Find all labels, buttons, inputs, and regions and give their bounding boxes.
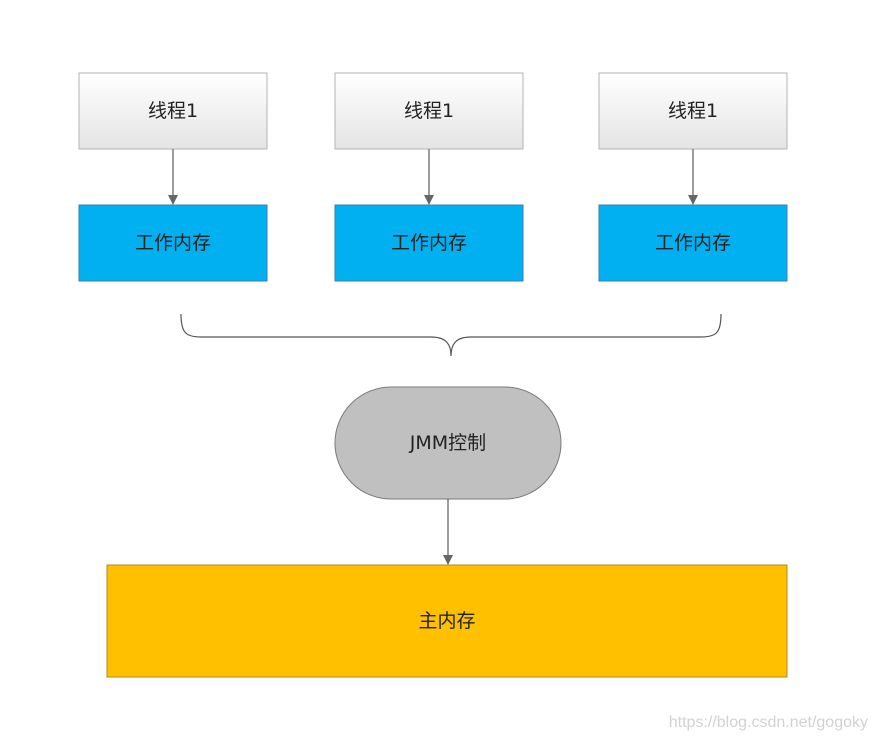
thread-box-1 (78, 72, 268, 150)
thread-group-3: 线程1 工作内存 (598, 72, 788, 282)
working-memory-box-2 (334, 204, 524, 282)
watermark: https://blog.csdn.net/gogoky (668, 714, 868, 731)
working-memory-label-2: 工作内存 (391, 232, 467, 254)
jmm-controller-label: JMM控制 (409, 432, 486, 454)
grouping-brace (180, 313, 722, 357)
main-memory-label: 主内存 (418, 610, 475, 632)
thread-box-3 (598, 72, 788, 150)
thread-group-1: 线程1 工作内存 (78, 72, 268, 282)
thread-group-2: 线程1 工作内存 (334, 72, 524, 282)
thread-label-2: 线程1 (404, 100, 454, 122)
working-memory-label-3: 工作内存 (655, 232, 731, 254)
working-memory-box-1 (78, 204, 268, 282)
thread-label-1: 线程1 (148, 100, 198, 122)
working-memory-box-3 (598, 204, 788, 282)
thread-label-3: 线程1 (668, 100, 718, 122)
main-memory-box (106, 564, 788, 678)
working-memory-label-1: 工作内存 (135, 232, 211, 254)
